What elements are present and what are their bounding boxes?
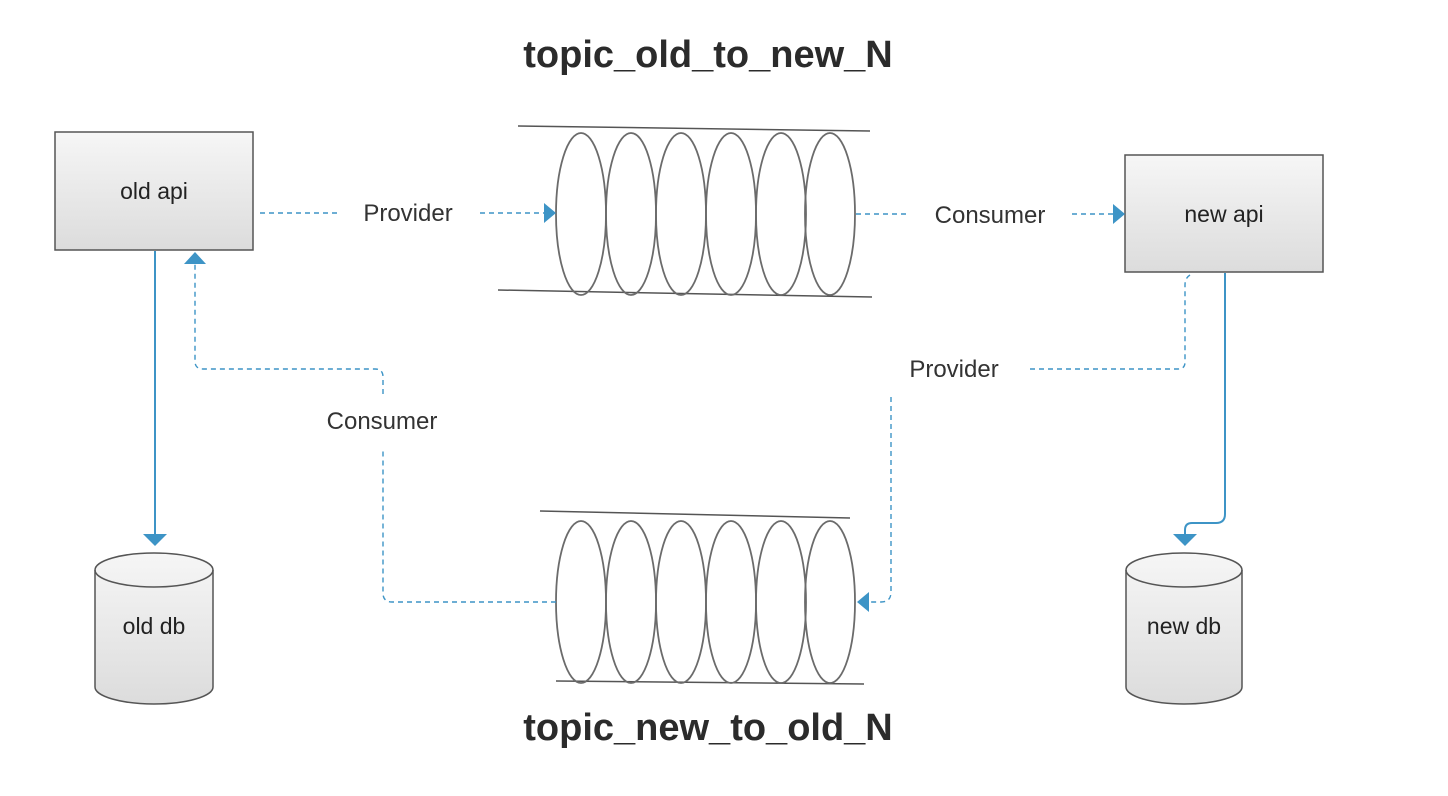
- edge-topic-top-to-new-api: Consumer: [856, 202, 1125, 229]
- old-db-node[interactable]: old db: [94, 552, 214, 705]
- new-api-node[interactable]: new api: [1124, 154, 1324, 273]
- title-topic-new-to-old: topic_new_to_old_N: [523, 707, 893, 749]
- old-api-node[interactable]: old api: [54, 131, 254, 251]
- edge-new-api-to-topic-bottom: Provider: [857, 274, 1191, 612]
- arrow-head-icon: [1173, 534, 1197, 546]
- old-db-label: old db: [123, 613, 186, 639]
- arrow-head-icon: [857, 592, 869, 612]
- edge-label-consumer-bottom: Consumer: [327, 408, 438, 435]
- edge-label-provider-top: Provider: [363, 200, 452, 227]
- edge-old-api-to-topic-top: Provider: [260, 200, 556, 227]
- arrow-head-icon: [143, 534, 167, 546]
- topic-old-to-new-queue[interactable]: [497, 125, 873, 298]
- topic-new-to-old-queue[interactable]: [539, 510, 865, 685]
- edge-label-consumer-top: Consumer: [935, 202, 1046, 229]
- arrow-head-icon: [544, 203, 556, 223]
- arrow-head-icon: [184, 252, 206, 264]
- edge-new-api-to-new-db: [1173, 273, 1226, 546]
- new-api-label: new api: [1184, 201, 1263, 227]
- edge-label-provider-bottom: Provider: [909, 356, 998, 383]
- old-api-label: old api: [120, 178, 188, 204]
- title-topic-old-to-new: topic_old_to_new_N: [523, 34, 893, 76]
- arrow-head-icon: [1113, 204, 1125, 224]
- new-db-label: new db: [1147, 613, 1221, 639]
- edge-old-api-to-old-db: [143, 251, 167, 546]
- edge-topic-bottom-to-old-api: Consumer: [184, 252, 556, 603]
- new-db-node[interactable]: new db: [1125, 552, 1243, 705]
